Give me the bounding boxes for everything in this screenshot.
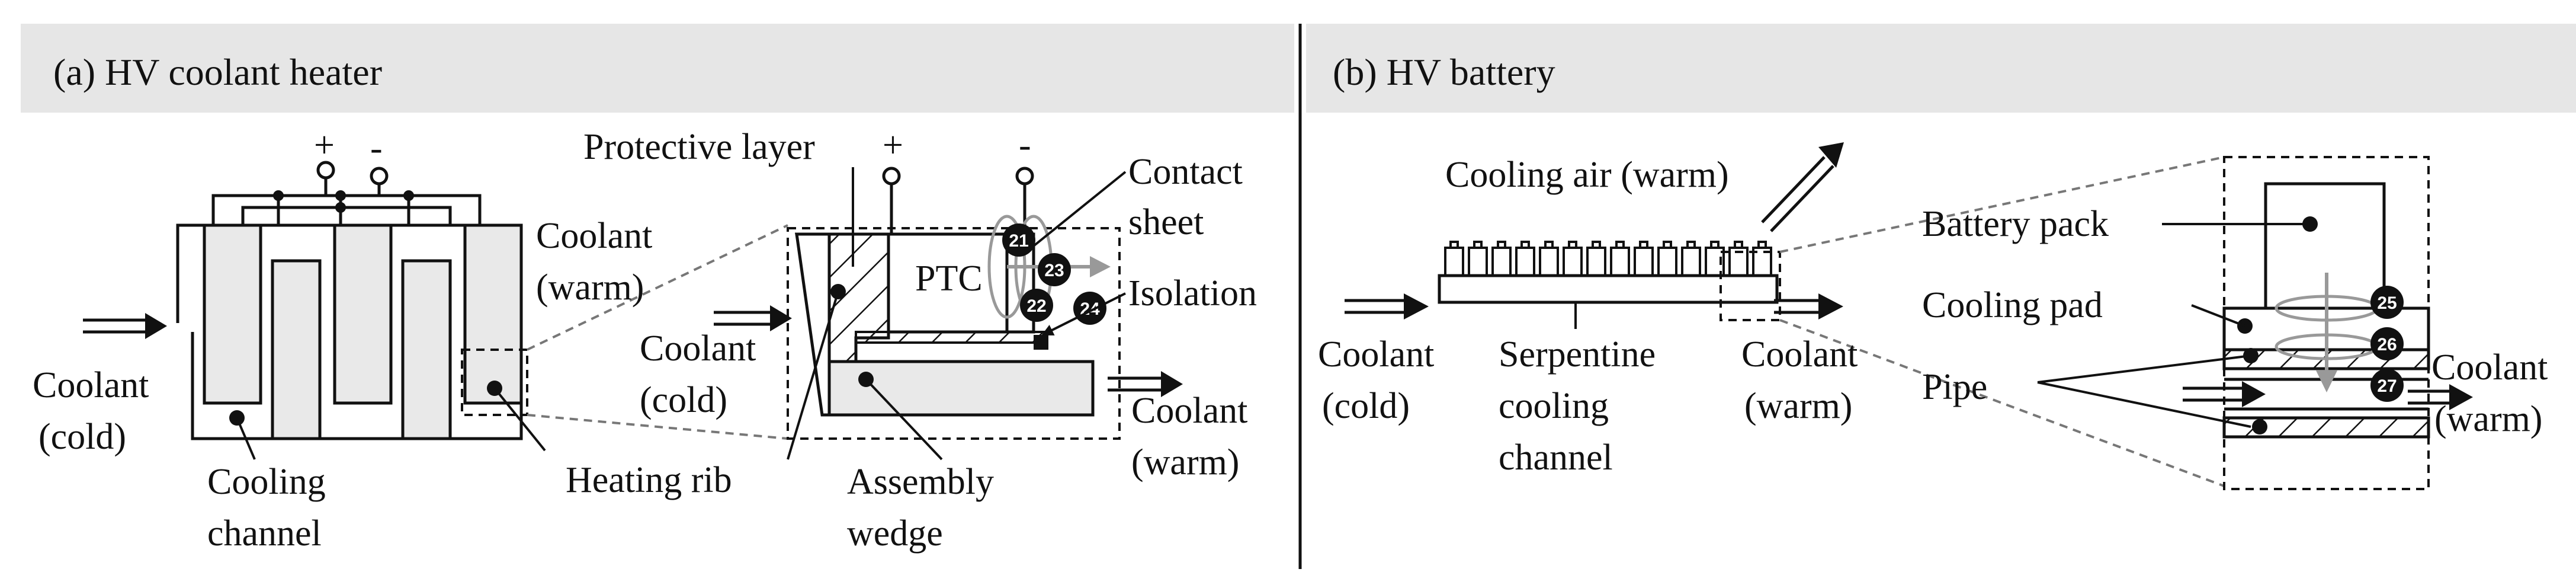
heater-coolant-warm-label2: (warm) xyxy=(536,267,644,308)
serpentine-label2: cooling xyxy=(1499,386,1609,426)
heating-rib-section xyxy=(795,232,831,417)
battery-cell-terminal xyxy=(1757,241,1767,249)
serpentine-label: Serpentine xyxy=(1499,334,1656,375)
marker-27: 27 xyxy=(2370,369,2404,402)
battery-cell xyxy=(1610,247,1630,277)
marker-21: 21 xyxy=(1002,223,1035,257)
cooling-air-label: Cooling air (warm) xyxy=(1445,155,1729,195)
heater-coolant-warm-label: Coolant xyxy=(536,216,652,256)
contact-sheet-label: Contact xyxy=(1128,152,1243,192)
panel-b-header xyxy=(1306,24,2576,113)
terminal-minus xyxy=(370,167,389,186)
wire-top xyxy=(211,194,482,225)
contact-sheet-label2: sheet xyxy=(1128,202,1204,242)
assembly-wedge-label2: wedge xyxy=(847,513,943,554)
panel-a-title: (a) HV coolant heater xyxy=(53,51,382,93)
terminal-plus xyxy=(316,161,335,180)
heater-coolant-cold-label2: (cold) xyxy=(39,417,126,457)
isolation-strip xyxy=(855,331,1047,344)
heating-rib-2 xyxy=(401,259,452,440)
assembly-wedge-label: Assembly xyxy=(847,462,994,502)
marker-23: 23 xyxy=(1038,253,1071,286)
battery-zoom-coolant-warm-label: Coolant xyxy=(2431,347,2548,388)
battery-cell xyxy=(1681,247,1701,277)
ptc-label: PTC xyxy=(915,258,983,299)
serpentine-channel xyxy=(1438,274,1779,304)
battery-zoom-region xyxy=(1720,251,1781,321)
battery-cell xyxy=(1444,247,1464,277)
battery-cell-terminal xyxy=(1497,241,1506,249)
battery-cell-terminal xyxy=(1520,241,1530,249)
minus-label: - xyxy=(370,128,383,168)
battery-coolant-cold-label: Coolant xyxy=(1318,334,1434,375)
battery-cell-terminal xyxy=(1568,241,1577,249)
heater-coolant-cold-label: Coolant xyxy=(33,365,149,405)
svg-text:26: 26 xyxy=(2377,335,2397,354)
heating-rib-label: Heating rib xyxy=(566,460,732,500)
zoom-coolant-warm-label: Coolant xyxy=(1131,391,1247,431)
marker-26: 26 xyxy=(2370,327,2404,360)
svg-text:27: 27 xyxy=(2377,376,2397,396)
cooling-channel-label: Cooling xyxy=(207,462,326,502)
serpentine-label3: channel xyxy=(1499,437,1613,478)
zoom-plus-label: + xyxy=(883,125,903,165)
zoom-region xyxy=(461,349,528,416)
battery-cell-terminal xyxy=(1710,241,1720,249)
battery-cell-terminal xyxy=(1473,241,1483,249)
battery-cell-terminal xyxy=(1592,241,1601,249)
cooling-channel-1 xyxy=(203,223,262,405)
pipe-label: Pipe xyxy=(1922,367,1987,407)
svg-text:21: 21 xyxy=(1009,231,1028,251)
marker-25: 25 xyxy=(2370,286,2404,319)
marker-24: 24 xyxy=(1073,292,1106,325)
isolation-label: Isolation xyxy=(1128,273,1257,314)
battery-zoom-coolant-warm-label2: (warm) xyxy=(2434,399,2542,439)
wire-second xyxy=(241,206,452,225)
zoom-coolant-warm-label2: (warm) xyxy=(1131,442,1239,482)
battery-cell-terminal xyxy=(1449,241,1459,249)
battery-cell xyxy=(1491,247,1512,277)
panel-b-title: (b) HV battery xyxy=(1333,51,1555,93)
zoom-minus-label: - xyxy=(1019,125,1031,165)
battery-cell xyxy=(1468,247,1488,277)
svg-text:23: 23 xyxy=(1044,261,1064,280)
protective-layer-label: Protective layer xyxy=(583,127,815,167)
svg-text:25: 25 xyxy=(2377,293,2397,313)
battery-coolant-cold-label2: (cold) xyxy=(1322,386,1410,426)
battery-cell xyxy=(1634,247,1654,277)
marker-22: 22 xyxy=(1020,289,1053,322)
cooling-pad-label: Cooling pad xyxy=(1922,285,2103,325)
battery-cells xyxy=(1444,241,1772,277)
cooling-channel-3 xyxy=(463,223,523,405)
battery-cell-terminal xyxy=(1615,241,1625,249)
heating-rib-1 xyxy=(271,259,322,440)
battery-pack-label: Battery pack xyxy=(1922,204,2109,244)
battery-coolant-warm-label: Coolant xyxy=(1741,334,1858,375)
battery-cell xyxy=(1586,247,1606,277)
battery-cell-terminal xyxy=(1544,241,1554,249)
battery-cell-terminal xyxy=(1734,241,1743,249)
ptc-element xyxy=(887,232,1009,334)
battery-cell xyxy=(1563,247,1583,277)
plus-label: + xyxy=(314,125,335,165)
zoom-coolant-cold-label2: (cold) xyxy=(640,380,727,420)
battery-coolant-warm-label2: (warm) xyxy=(1744,386,1852,426)
svg-text:22: 22 xyxy=(1026,296,1046,316)
cooling-channel-2 xyxy=(333,223,393,405)
battery-cell xyxy=(1515,247,1535,277)
battery-cell-terminal xyxy=(1639,241,1648,249)
zoom-coolant-cold-label: Coolant xyxy=(640,328,756,369)
panel-a-header xyxy=(21,24,1294,113)
battery-cell-terminal xyxy=(1686,241,1696,249)
cooling-channel-label2: channel xyxy=(207,513,322,554)
battery-cell xyxy=(1539,247,1559,277)
heater-overview xyxy=(176,161,523,440)
battery-cell-terminal xyxy=(1663,241,1672,249)
battery-cell xyxy=(1657,247,1677,277)
